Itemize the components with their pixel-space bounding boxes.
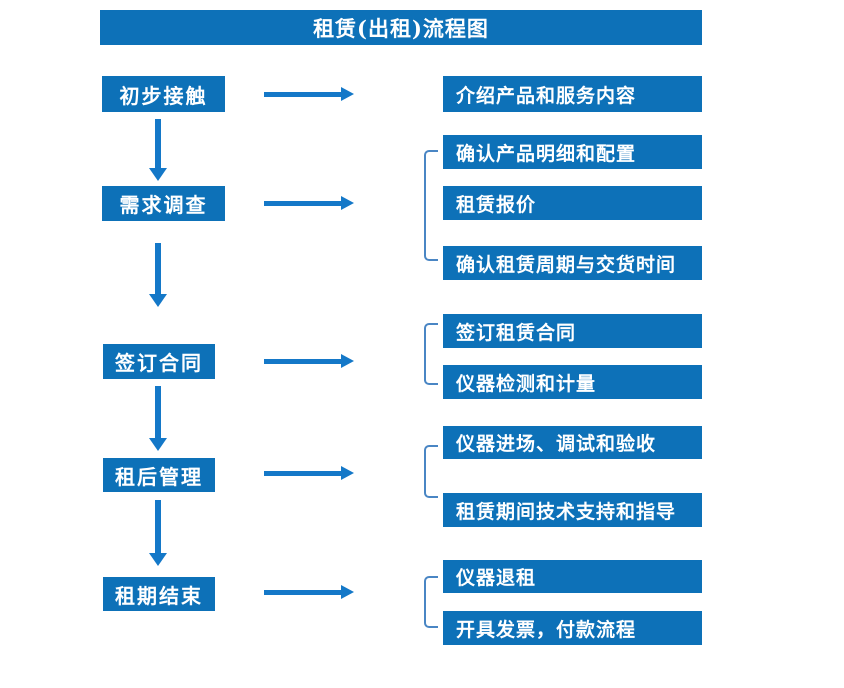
down-arrow-shaft bbox=[155, 119, 161, 168]
step-box-demand-survey: 需求调查 bbox=[102, 186, 225, 221]
detail-box-instrument-return: 仪器退租 bbox=[443, 560, 702, 593]
right-arrow-shaft bbox=[264, 200, 341, 206]
down-arrow-shaft bbox=[155, 500, 161, 553]
detail-box-invoice-payment: 开具发票，付款流程 bbox=[443, 611, 702, 645]
right-arrow-icon bbox=[264, 86, 354, 102]
detail-box-confirm-rental-period: 确认租赁周期与交货时间 bbox=[443, 246, 702, 280]
right-arrow-head bbox=[341, 585, 354, 599]
detail-box-introduce-products: 介绍产品和服务内容 bbox=[443, 76, 702, 112]
down-arrow-head bbox=[149, 438, 167, 451]
down-arrow-icon bbox=[148, 500, 168, 566]
down-arrow-shaft bbox=[155, 243, 161, 294]
right-arrow-shaft bbox=[264, 470, 341, 476]
down-arrow-shaft bbox=[155, 386, 161, 438]
right-arrow-head bbox=[341, 354, 354, 368]
flowchart-title: 租赁(出租)流程图 bbox=[100, 10, 702, 45]
right-arrow-shaft bbox=[264, 91, 341, 97]
detail-box-sign-rental-contract: 签订租赁合同 bbox=[443, 314, 702, 348]
detail-box-instrument-inspection: 仪器检测和计量 bbox=[443, 365, 702, 399]
group-bracket-icon bbox=[424, 323, 438, 385]
right-arrow-head bbox=[341, 87, 354, 101]
detail-box-confirm-product-details: 确认产品明细和配置 bbox=[443, 135, 702, 169]
right-arrow-icon bbox=[264, 584, 354, 600]
down-arrow-head bbox=[149, 553, 167, 566]
right-arrow-head bbox=[341, 466, 354, 480]
down-arrow-head bbox=[149, 168, 167, 181]
step-box-post-rental-management: 租后管理 bbox=[103, 458, 215, 492]
right-arrow-shaft bbox=[264, 358, 341, 364]
right-arrow-icon bbox=[264, 465, 354, 481]
step-box-initial-contact: 初步接触 bbox=[102, 76, 225, 112]
group-bracket-icon bbox=[424, 576, 438, 628]
group-bracket-icon bbox=[424, 150, 438, 261]
down-arrow-icon bbox=[148, 243, 168, 307]
right-arrow-icon bbox=[264, 195, 354, 211]
right-arrow-icon bbox=[264, 353, 354, 369]
detail-box-instrument-setup: 仪器进场、调试和验收 bbox=[443, 426, 702, 459]
step-box-sign-contract: 签订合同 bbox=[103, 344, 215, 379]
detail-box-tech-support: 租赁期间技术支持和指导 bbox=[443, 493, 702, 527]
group-bracket-icon bbox=[424, 445, 438, 498]
detail-box-rental-quote: 租赁报价 bbox=[443, 186, 702, 220]
right-arrow-head bbox=[341, 196, 354, 210]
down-arrow-icon bbox=[148, 386, 168, 451]
step-box-rental-end: 租期结束 bbox=[103, 577, 215, 611]
down-arrow-icon bbox=[148, 119, 168, 181]
down-arrow-head bbox=[149, 294, 167, 307]
right-arrow-shaft bbox=[264, 589, 341, 595]
